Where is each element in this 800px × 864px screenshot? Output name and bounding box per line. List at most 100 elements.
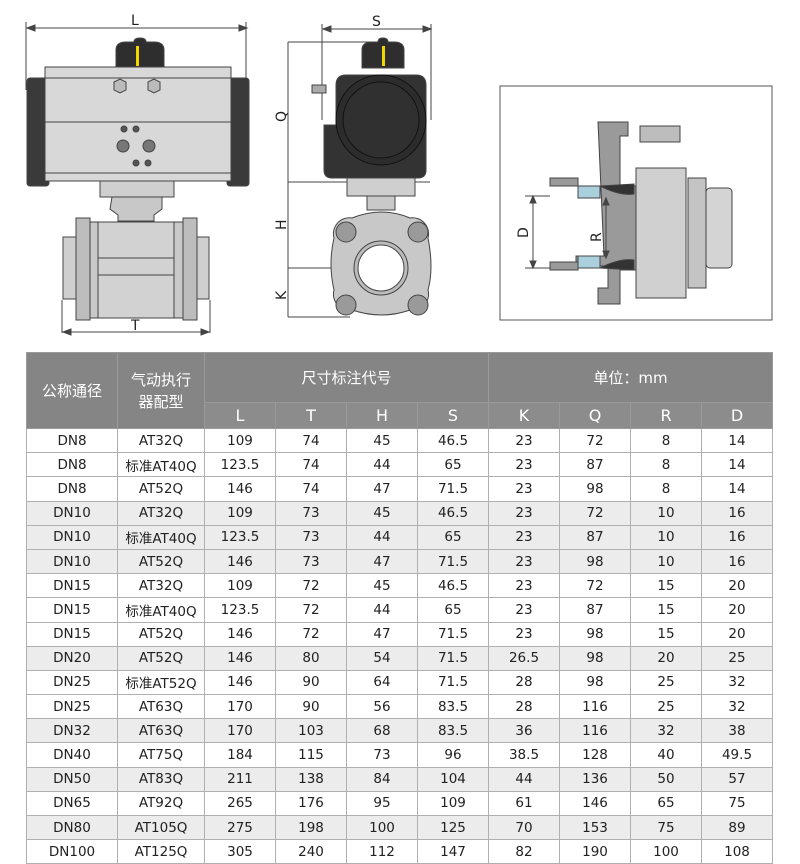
cell-t: 80 bbox=[275, 645, 347, 671]
cell-q: 128 bbox=[559, 742, 631, 768]
cell-nominal-diameter: DN8 bbox=[26, 452, 118, 478]
column-header-d: D bbox=[701, 402, 773, 429]
cell-actuator-model: AT32Q bbox=[117, 427, 205, 454]
cell-d: 49.5 bbox=[701, 742, 773, 768]
cell-s: 71.5 bbox=[417, 669, 489, 696]
cell-r: 10 bbox=[630, 524, 702, 550]
cell-s: 71.5 bbox=[417, 621, 489, 647]
cell-t: 73 bbox=[275, 524, 347, 550]
cell-t: 138 bbox=[275, 766, 347, 792]
section-view: D R bbox=[499, 85, 773, 321]
cell-actuator-model: AT83Q bbox=[117, 766, 205, 792]
label-h: H bbox=[274, 219, 290, 230]
cell-actuator-model: AT75Q bbox=[117, 742, 205, 768]
cell-actuator-model: 标准AT52Q bbox=[117, 669, 205, 696]
cell-k: 23 bbox=[488, 524, 560, 550]
cell-s: 65 bbox=[417, 597, 489, 623]
cell-r: 15 bbox=[630, 621, 702, 647]
cell-r: 100 bbox=[630, 839, 702, 864]
cell-t: 72 bbox=[275, 597, 347, 623]
label-s: S bbox=[372, 14, 381, 30]
cell-s: 96 bbox=[417, 742, 489, 768]
cell-h: 44 bbox=[346, 452, 418, 478]
cell-l: 211 bbox=[204, 766, 276, 792]
cell-s: 125 bbox=[417, 814, 489, 841]
cell-k: 70 bbox=[488, 814, 560, 841]
cell-q: 153 bbox=[559, 814, 631, 841]
cell-s: 71.5 bbox=[417, 548, 489, 575]
cell-d: 16 bbox=[701, 524, 773, 550]
cell-nominal-diameter: DN8 bbox=[26, 427, 118, 454]
cell-k: 23 bbox=[488, 621, 560, 647]
cell-q: 98 bbox=[559, 621, 631, 647]
column-header-k: K bbox=[488, 402, 560, 429]
cell-t: 73 bbox=[275, 500, 347, 526]
cell-actuator-model: AT125Q bbox=[117, 839, 205, 864]
header-nominal-diameter: 公称通径 bbox=[26, 352, 118, 429]
cell-k: 36 bbox=[488, 718, 560, 744]
cell-actuator-model: AT52Q bbox=[117, 645, 205, 671]
cell-q: 87 bbox=[559, 597, 631, 623]
side-view: S Q H K bbox=[274, 14, 433, 318]
cell-actuator-model: AT92Q bbox=[117, 790, 205, 817]
cell-d: 14 bbox=[701, 452, 773, 478]
cell-l: 170 bbox=[204, 718, 276, 744]
cell-h: 45 bbox=[346, 500, 418, 526]
cell-s: 83.5 bbox=[417, 718, 489, 744]
cell-nominal-diameter: DN80 bbox=[26, 814, 118, 841]
cell-d: 25 bbox=[701, 645, 773, 671]
cell-q: 72 bbox=[559, 573, 631, 599]
cell-s: 46.5 bbox=[417, 427, 489, 454]
cell-nominal-diameter: DN65 bbox=[26, 790, 118, 817]
cell-r: 8 bbox=[630, 427, 702, 454]
cell-t: 115 bbox=[275, 742, 347, 768]
label-t: T bbox=[130, 318, 140, 334]
cell-k: 23 bbox=[488, 548, 560, 575]
cell-l: 123.5 bbox=[204, 524, 276, 550]
cell-nominal-diameter: DN10 bbox=[26, 524, 118, 550]
cell-t: 90 bbox=[275, 669, 347, 696]
label-r: R bbox=[589, 232, 605, 242]
cell-l: 146 bbox=[204, 476, 276, 502]
cell-k: 38.5 bbox=[488, 742, 560, 768]
cell-t: 73 bbox=[275, 548, 347, 575]
cell-l: 170 bbox=[204, 694, 276, 720]
cell-q: 136 bbox=[559, 766, 631, 792]
cell-d: 16 bbox=[701, 500, 773, 526]
header-actuator-model: 气动执行器配型 bbox=[117, 352, 205, 429]
indicator-icon bbox=[136, 46, 139, 66]
cell-nominal-diameter: DN40 bbox=[26, 742, 118, 768]
cell-t: 198 bbox=[275, 814, 347, 841]
column-header-h: H bbox=[346, 402, 418, 429]
cell-actuator-model: AT105Q bbox=[117, 814, 205, 841]
cell-nominal-diameter: DN8 bbox=[26, 476, 118, 502]
cell-l: 109 bbox=[204, 427, 276, 454]
cell-nominal-diameter: DN15 bbox=[26, 621, 118, 647]
cell-d: 20 bbox=[701, 573, 773, 599]
cell-q: 87 bbox=[559, 524, 631, 550]
cell-k: 23 bbox=[488, 500, 560, 526]
cell-k: 82 bbox=[488, 839, 560, 864]
cell-q: 98 bbox=[559, 645, 631, 671]
cell-h: 95 bbox=[346, 790, 418, 817]
cell-k: 23 bbox=[488, 427, 560, 454]
cell-r: 15 bbox=[630, 573, 702, 599]
cell-nominal-diameter: DN15 bbox=[26, 597, 118, 623]
cell-t: 74 bbox=[275, 452, 347, 478]
cell-s: 46.5 bbox=[417, 573, 489, 599]
cell-r: 65 bbox=[630, 790, 702, 817]
cell-t: 74 bbox=[275, 476, 347, 502]
cell-actuator-model: AT52Q bbox=[117, 548, 205, 575]
label-l: L bbox=[131, 13, 139, 29]
cell-l: 184 bbox=[204, 742, 276, 768]
